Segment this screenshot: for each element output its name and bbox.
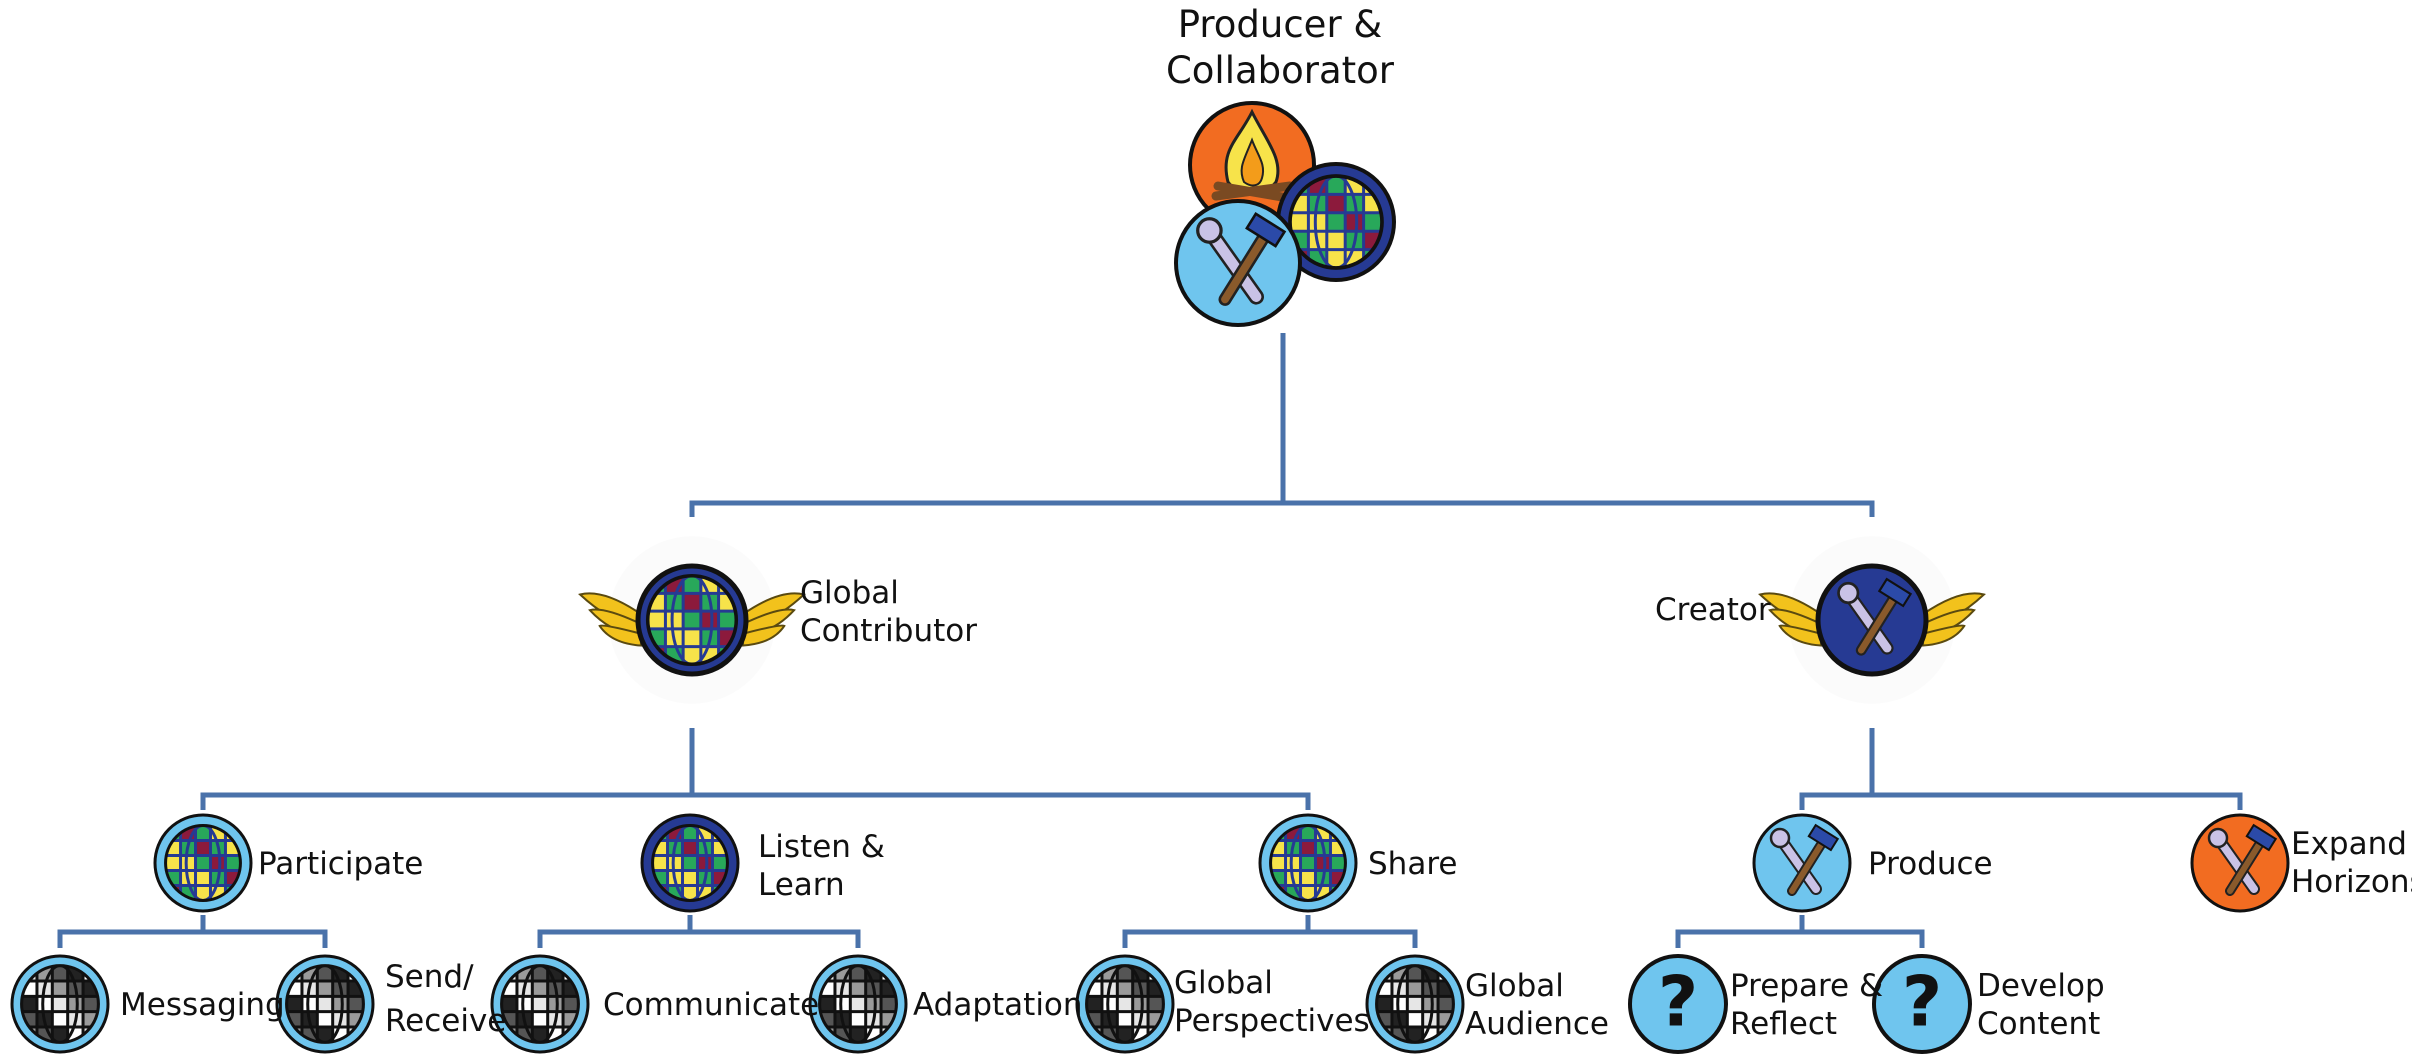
communicate-gray-globe-icon <box>490 954 590 1054</box>
share-globe-badge-icon <box>1258 813 1358 913</box>
listen-learn-label: Listen & Learn <box>758 829 885 903</box>
share-label: Share <box>1368 846 1458 882</box>
creator-label: Creator <box>1655 592 1771 628</box>
tree-connectors <box>57 333 2243 948</box>
global-perspectives-label: Global Perspectives <box>1174 965 1370 1039</box>
expand-horizons-label: Expand Horizons <box>2291 826 2412 900</box>
winged-tools-icon <box>1758 536 1986 704</box>
messaging-gray-globe-icon <box>10 954 110 1054</box>
prepare-reflect-question-mark-icon: ? <box>1628 954 1728 1054</box>
connector-line-4 <box>200 792 1311 810</box>
participate-globe-badge-icon <box>153 813 253 913</box>
connector-line-12 <box>1122 929 1418 948</box>
winged-globe-icon <box>578 536 806 704</box>
communicate-label: Communicate <box>603 987 820 1023</box>
global-perspectives-gray-globe-icon <box>1075 954 1175 1054</box>
global-contributor-label: Global Contributor <box>800 575 977 649</box>
connector-line-6 <box>1799 792 2243 810</box>
global-audience-gray-globe-icon <box>1365 954 1465 1054</box>
connector-line-2 <box>689 500 1875 517</box>
connector-line-10 <box>537 929 861 948</box>
adaptation-gray-globe-icon <box>808 954 908 1054</box>
expand-horizons-tools-badge-icon <box>2190 813 2290 913</box>
svg-text:?: ? <box>1902 962 1942 1043</box>
messaging-label: Messaging <box>120 987 285 1023</box>
prepare-reflect-label: Prepare & Reflect <box>1730 968 1884 1042</box>
svg-text:?: ? <box>1658 962 1698 1043</box>
develop-content-label: Develop Content <box>1977 968 2105 1042</box>
global-audience-label: Global Audience <box>1465 968 1609 1042</box>
listen-learn-globe-badge-icon <box>640 813 740 913</box>
send-receive-label: Send/ Receive <box>385 959 507 1039</box>
connector-line-14 <box>1675 929 1925 948</box>
send-receive-gray-globe-icon <box>275 954 375 1054</box>
producer-collaborator-badge-cluster <box>1174 101 1396 327</box>
tree-icons: ?? <box>10 101 2290 1054</box>
participate-label: Participate <box>258 846 424 882</box>
develop-content-question-mark-icon: ? <box>1872 954 1972 1054</box>
produce-tools-badge-icon <box>1752 813 1852 913</box>
adaptation-label: Adaptation <box>913 987 1083 1023</box>
root-label: Producer & Collaborator <box>1165 3 1395 92</box>
produce-label: Produce <box>1868 846 1993 882</box>
connector-line-8 <box>57 929 328 948</box>
